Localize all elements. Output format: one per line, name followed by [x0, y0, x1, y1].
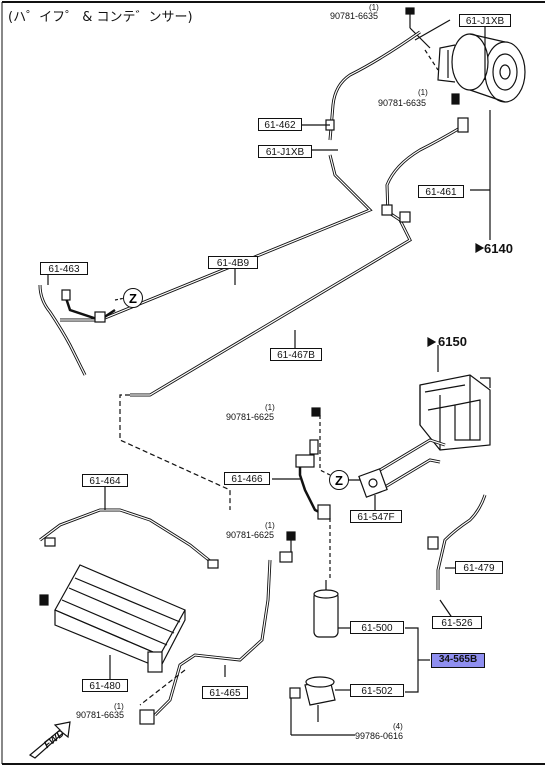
label-61-502[interactable]: 61-502 — [350, 684, 404, 697]
label-61-462[interactable]: 61-462 — [258, 118, 302, 131]
label-61-j1xb[interactable]: 61-J1XB — [258, 145, 312, 158]
detail-z-marker-2: Z — [329, 470, 349, 490]
label-61-526[interactable]: 61-526 — [432, 616, 482, 629]
fastener-part-number-3[interactable]: 90781-6625 — [226, 412, 275, 422]
compressor — [437, 33, 526, 103]
receiver-drier — [313, 580, 339, 638]
label-61-465[interactable]: 61-465 — [202, 686, 248, 699]
label-61-466[interactable]: 61-466 — [224, 472, 270, 485]
label-61-479[interactable]: 61-479 — [455, 561, 503, 574]
label-61-461[interactable]: 61-461 — [418, 185, 464, 198]
qty-4: (1) — [265, 521, 275, 530]
drier-bracket — [289, 676, 336, 722]
condenser — [39, 564, 186, 673]
fastener-part-number-1[interactable]: 90781-6635 — [330, 11, 379, 21]
bolt-top — [405, 7, 431, 49]
label-61-467b[interactable]: 61-467B — [270, 348, 322, 361]
label-61-463[interactable]: 61-463 — [40, 262, 88, 275]
label-61-464[interactable]: 61-464 — [82, 474, 128, 487]
qty-6: (4) — [393, 722, 403, 731]
qty-3: (1) — [265, 403, 275, 412]
fastener-part-number-2[interactable]: 90781-6635 — [378, 98, 427, 108]
label-61-480[interactable]: 61-480 — [82, 679, 128, 692]
label-61-500[interactable]: 61-500 — [350, 621, 404, 634]
fastener-part-number-5[interactable]: 90781-6635 — [76, 710, 125, 720]
label-61-4b9[interactable]: 61-4B9 — [208, 256, 258, 269]
fastener-part-number-6[interactable]: 99786-0616 — [355, 731, 404, 741]
evaporator — [419, 374, 491, 451]
section-ref-6150[interactable]: 6150 — [438, 334, 467, 349]
qty-2: (1) — [418, 88, 428, 97]
section-ref-6140[interactable]: 6140 — [484, 241, 513, 256]
diagram-title: (ハ゜イフ゜ & コンテ゛ンサー) — [8, 10, 193, 25]
label-61-547f[interactable]: 61-547F — [350, 510, 402, 523]
fastener-part-number-4[interactable]: 90781-6625 — [226, 530, 275, 540]
label-34-565b[interactable]: 34-565B — [431, 653, 485, 668]
qty-1: (1) — [369, 3, 379, 12]
label-61-j1xb-top[interactable]: 61-J1XB — [459, 14, 511, 27]
detail-z-marker-1: Z — [123, 288, 143, 308]
qty-5: (1) — [114, 702, 124, 711]
